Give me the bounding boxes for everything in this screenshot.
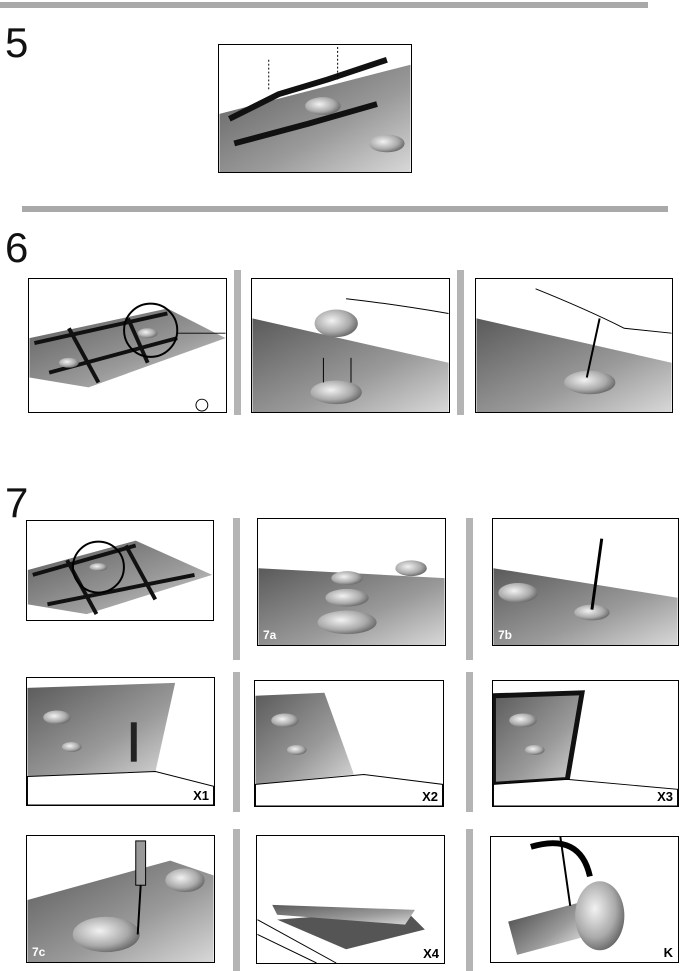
- illustration-hob-overview-2: [26, 520, 214, 621]
- illustration-7b: 7b: [492, 518, 679, 646]
- panel-label: 7a: [263, 628, 277, 642]
- divider-bar: [0, 2, 648, 8]
- step-number-5: 5: [5, 19, 29, 66]
- separator: [233, 672, 240, 812]
- panel-label: X1: [193, 788, 209, 803]
- separator: [466, 672, 473, 812]
- illustration-clean-burner: [475, 278, 673, 413]
- panel-label: K: [663, 945, 673, 960]
- separator: [466, 829, 473, 971]
- panel-label: X2: [422, 789, 438, 804]
- step-number-6: 6: [5, 224, 29, 271]
- separator: [466, 518, 473, 660]
- separator: [234, 270, 241, 415]
- illustration-remove-cap: [251, 278, 450, 413]
- illustration-k: K: [490, 836, 679, 963]
- illustration-x3: X3: [492, 680, 679, 807]
- step-number-7: 7: [5, 479, 29, 526]
- illustration-hob-overview: [28, 278, 227, 413]
- illustration-grate-placement: [218, 44, 412, 173]
- separator: [233, 829, 240, 971]
- illustration-x4: X4: [256, 835, 445, 964]
- separator: [457, 270, 464, 415]
- panel-label: X3: [657, 789, 673, 804]
- illustration-7a: 7a: [257, 518, 446, 646]
- separator: [233, 518, 240, 660]
- divider-bar: [22, 206, 668, 212]
- panel-label: X4: [423, 946, 439, 961]
- illustration-7c: 7c: [26, 835, 215, 963]
- illustration-x1: X1: [26, 677, 215, 806]
- panel-label: 7c: [32, 945, 46, 959]
- illustration-x2: X2: [254, 680, 444, 807]
- panel-label: 7b: [498, 628, 513, 642]
